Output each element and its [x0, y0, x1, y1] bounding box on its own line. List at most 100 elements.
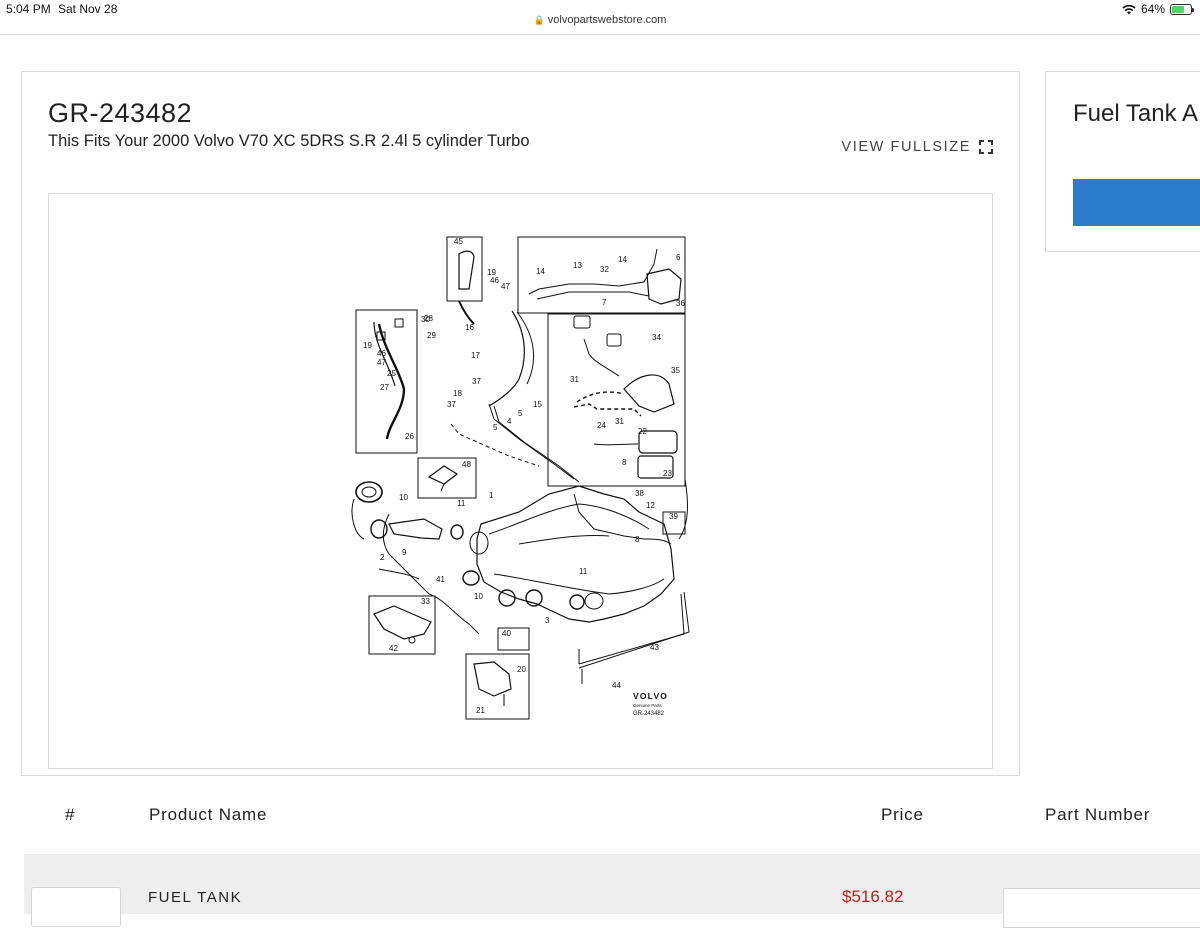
- diagram-callout: 31: [570, 375, 579, 384]
- diagram-callout: 13: [573, 261, 582, 270]
- diagram-callout: 12: [646, 501, 655, 510]
- diagram-callout: 18: [453, 389, 462, 398]
- diagram-callout: 27: [380, 383, 389, 392]
- status-time: 5:04 PM: [6, 2, 51, 16]
- status-right: 64%: [1122, 2, 1194, 16]
- diagram-callout: 45: [454, 237, 463, 246]
- diagram-callout: 7: [602, 298, 607, 307]
- expand-icon: [979, 140, 993, 154]
- diagram-callout: 9: [402, 548, 407, 557]
- inset-box-filler-pipe: [355, 309, 418, 454]
- diagram-callout: 6: [676, 253, 681, 262]
- diagram-callout: 38: [635, 489, 644, 498]
- diagram-callout: 37: [472, 377, 481, 386]
- view-fullsize-label: VIEW FULLSIZE: [841, 139, 971, 155]
- header-divider: [0, 34, 1200, 35]
- product-name[interactable]: FUEL TANK: [148, 889, 243, 906]
- diagram-callout: 29: [427, 331, 436, 340]
- diagram-callout: 15: [533, 400, 542, 409]
- diagram-callout: 42: [389, 644, 398, 653]
- diagram-callout: 16: [465, 323, 474, 332]
- battery-fill: [1172, 5, 1184, 13]
- diagram-callout: 19: [487, 268, 496, 277]
- inset-box-40: [497, 627, 530, 651]
- diagram-callout: 8: [622, 458, 627, 467]
- diagram-callout: 41: [436, 575, 445, 584]
- diagram-callout: 35: [671, 366, 680, 375]
- diagram-callout: 39: [669, 512, 678, 521]
- diagram-callout: 36: [676, 299, 685, 308]
- diagram-callout: 33: [421, 597, 430, 606]
- inset-box-48: [417, 457, 477, 499]
- diagram-callout: 28: [424, 314, 433, 323]
- stamp-code: GR-243482: [633, 711, 665, 717]
- parts-diagram-drawing: 1234556788910101111121314141516171819192…: [351, 236, 690, 720]
- diagram-callout: 37: [447, 400, 456, 409]
- diagram-callout: 31: [615, 417, 624, 426]
- page-title: GR-243482: [48, 98, 193, 128]
- diagram-callout: 32: [600, 265, 609, 274]
- diagram-callout: 43: [650, 643, 659, 652]
- address-bar[interactable]: 🔒volvopartswebstore.com: [0, 14, 1200, 34]
- diagram-callout: 26: [405, 432, 414, 441]
- column-header-product-name: Product Name: [149, 805, 268, 824]
- product-thumbnail[interactable]: [31, 887, 121, 927]
- diagram-callout: 21: [476, 706, 485, 715]
- url-text: volvopartswebstore.com: [547, 14, 667, 26]
- diagram-callout: 23: [663, 469, 672, 478]
- diagram-callout: 47: [501, 282, 510, 291]
- diagram-callout: 5: [518, 409, 523, 418]
- part-number-cell: [1003, 888, 1200, 928]
- diagram-callout: 24: [597, 421, 606, 430]
- table-row[interactable]: FUEL TANK $516.82: [24, 854, 1200, 928]
- inset-box-33: [368, 595, 436, 655]
- diagram-callout: 48: [462, 460, 471, 469]
- battery-icon: [1170, 3, 1194, 15]
- product-side-panel: Fuel Tank A: [1045, 71, 1200, 252]
- diagram-callout: 11: [579, 567, 588, 576]
- diagram-callout: 44: [612, 681, 621, 690]
- diagram-callout: 34: [652, 333, 661, 342]
- diagram-callout: 40: [502, 629, 511, 638]
- inset-box-20: [465, 653, 530, 720]
- diagram-callout: 14: [618, 255, 627, 264]
- inset-box-evap-top: [517, 236, 686, 314]
- status-date: Sat Nov 28: [58, 2, 118, 16]
- vehicle-fitment-text: This Fits Your 2000 Volvo V70 XC 5DRS S.…: [48, 132, 530, 150]
- diagram-callout: 3: [545, 616, 550, 625]
- lock-icon: 🔒: [533, 15, 545, 25]
- diagram-callout: 2: [380, 553, 385, 562]
- inset-box-canister: [547, 313, 686, 487]
- diagram-callout: 19: [363, 341, 372, 350]
- diagram-callout: 10: [474, 592, 483, 601]
- diagram-callout: 14: [536, 267, 545, 276]
- diagram-callout: 4: [507, 417, 512, 426]
- diagram-callout: 10: [399, 493, 408, 502]
- diagram-callout: 46: [377, 349, 386, 358]
- inset-box-45: [446, 236, 483, 302]
- diagram-callout: 30: [421, 315, 430, 324]
- column-header-number: #: [65, 805, 76, 824]
- status-bar: 5:04 PM Sat Nov 28 64%: [0, 0, 1200, 18]
- view-fullsize-button[interactable]: VIEW FULLSIZE: [841, 139, 993, 155]
- side-panel-action-button[interactable]: [1073, 179, 1200, 226]
- side-panel-title: Fuel Tank A: [1073, 100, 1198, 127]
- diagram-callout: 25: [387, 369, 396, 378]
- stamp-sub: Genuine Parts: [633, 703, 663, 708]
- column-header-part-number: Part Number: [1045, 805, 1151, 824]
- diagram-callout: 20: [517, 665, 526, 674]
- diagram-callout: 8: [635, 535, 640, 544]
- battery-percent: 64%: [1140, 2, 1165, 16]
- product-price: $516.82: [842, 887, 904, 906]
- diagram-callout: 46: [490, 276, 499, 285]
- diagram-callout: 1: [489, 491, 494, 500]
- diagram-callout: 11: [457, 499, 466, 508]
- wifi-icon: [1122, 4, 1136, 14]
- diagram-callout: 5: [493, 423, 498, 432]
- diagram-callout: 22: [638, 427, 647, 436]
- diagram-callout: 17: [471, 351, 480, 360]
- stamp-brand: VOLVO: [633, 691, 668, 701]
- column-header-price: Price: [881, 805, 924, 824]
- parts-table-header: # Product Name Price Part Number: [0, 805, 1200, 831]
